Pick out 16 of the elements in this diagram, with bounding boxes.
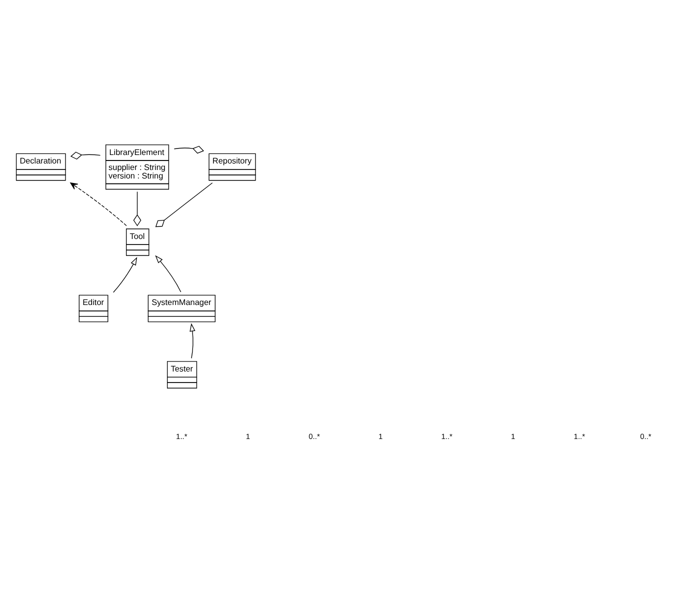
label: 0..* <box>308 431 320 440</box>
arrow <box>190 322 196 358</box>
label: 1 <box>246 431 250 440</box>
label: 0..* <box>640 431 652 440</box>
arrow <box>70 182 127 226</box>
label: 1 <box>378 431 383 440</box>
connector <box>174 145 204 154</box>
arrow <box>155 254 182 292</box>
connector <box>133 190 142 226</box>
connector <box>70 151 101 160</box>
label: 1..* <box>176 431 188 440</box>
label: 1..* <box>441 431 452 440</box>
connector <box>155 182 213 227</box>
label: 1 <box>511 431 516 440</box>
label: 1..* <box>574 431 586 440</box>
arrow <box>113 256 138 292</box>
